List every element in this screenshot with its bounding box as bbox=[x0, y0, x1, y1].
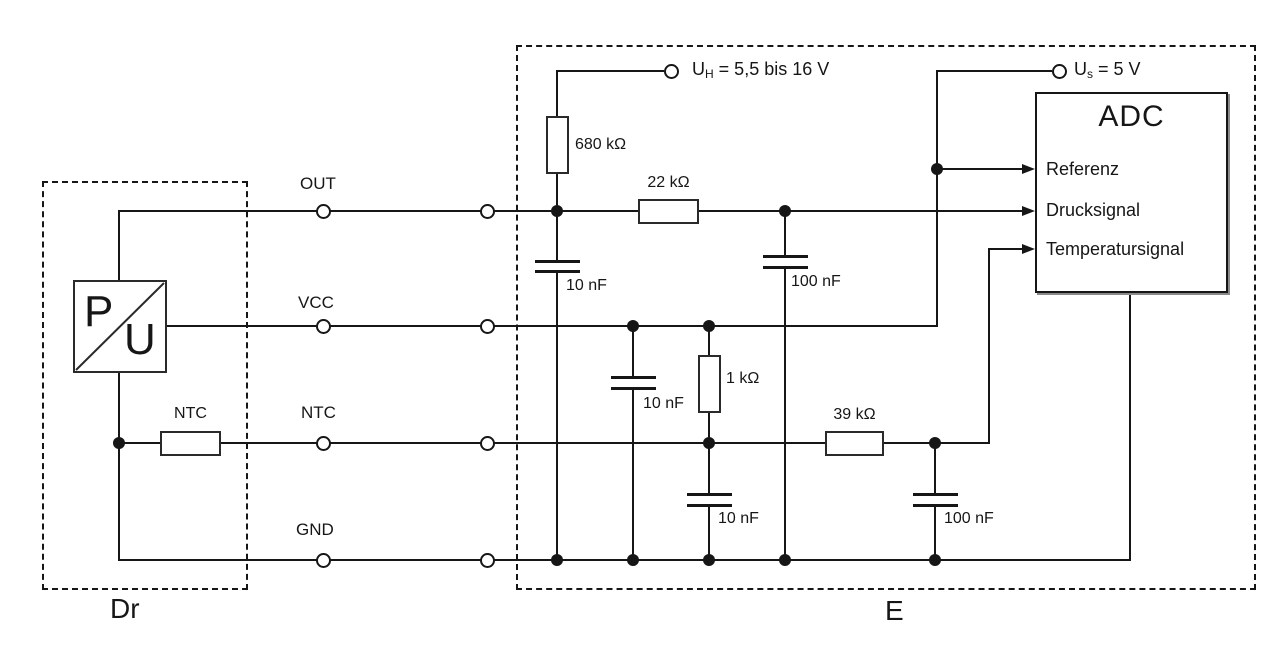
capacitor-100nf-ntc-plate bbox=[913, 504, 958, 507]
uh-subscript: H bbox=[705, 67, 714, 81]
terminal-us bbox=[1052, 64, 1067, 79]
wire-c1-top bbox=[556, 211, 558, 260]
junction-dot bbox=[703, 320, 715, 332]
resistor-22k bbox=[638, 199, 699, 224]
terminal-out-sensor bbox=[316, 204, 331, 219]
junction-dot bbox=[929, 437, 941, 449]
adc-title: ADC bbox=[1098, 100, 1165, 133]
pin-label-out: OUT bbox=[300, 174, 336, 193]
supply-label-uh: UH = 5,5 bis 16 V bbox=[692, 59, 830, 81]
label-capacitor-100nf-out: 100 nF bbox=[791, 273, 841, 290]
junction-dot bbox=[779, 205, 791, 217]
junction-dot bbox=[931, 163, 943, 175]
wire-c2-top bbox=[784, 211, 786, 255]
wire-c1-bottom bbox=[556, 273, 558, 561]
capacitor-10nf-ntc-plate bbox=[687, 504, 732, 507]
pu-letter-u: U bbox=[124, 315, 156, 364]
arrowhead-drucksignal bbox=[1022, 206, 1035, 216]
arrowhead-referenz bbox=[1022, 164, 1035, 174]
adc-block: ADC bbox=[1035, 92, 1228, 293]
capacitor-10nf-ntc-plate bbox=[687, 493, 732, 496]
wire-pu-top-lead bbox=[118, 210, 120, 281]
capacitor-100nf-out-plate bbox=[763, 266, 808, 269]
wire-vcc-line bbox=[166, 325, 938, 327]
wire-adc-gnd-riser bbox=[1129, 293, 1131, 561]
terminal-ntc-sensor bbox=[316, 436, 331, 451]
resistor-39k bbox=[825, 431, 884, 456]
ecu-block-outline bbox=[516, 45, 1256, 590]
junction-dot bbox=[703, 437, 715, 449]
wire-pu-bottom-lead bbox=[118, 373, 120, 561]
junction-dot bbox=[779, 554, 791, 566]
sensor-block-label: Dr bbox=[110, 593, 140, 624]
wire-temperatur-lead bbox=[988, 248, 1023, 250]
label-resistor-1k: 1 kΩ bbox=[726, 370, 760, 387]
arrowhead-temperatursignal bbox=[1022, 244, 1035, 254]
adc-input-temperatursignal: Temperatursignal bbox=[1046, 239, 1185, 259]
wire-c2-bottom bbox=[784, 269, 786, 561]
wire-c3-top bbox=[632, 326, 634, 376]
label-capacitor-10nf-vcc: 10 nF bbox=[643, 395, 684, 412]
pin-label-vcc: VCC bbox=[298, 293, 334, 312]
wire-gnd-line bbox=[118, 559, 1131, 561]
adc-input-drucksignal: Drucksignal bbox=[1046, 200, 1141, 220]
wire-out-line bbox=[118, 210, 1023, 212]
junction-dot bbox=[551, 205, 563, 217]
junction-dot bbox=[703, 554, 715, 566]
pin-label-ntc: NTC bbox=[301, 403, 336, 422]
label-capacitor-100nf-ntc: 100 nF bbox=[944, 510, 994, 527]
junction-dot bbox=[113, 437, 125, 449]
pu-letter-p: P bbox=[84, 287, 114, 336]
wire-uh-lead bbox=[556, 70, 664, 72]
label-resistor-22k: 22 kΩ bbox=[647, 174, 690, 191]
wire-vcc-riser bbox=[936, 70, 938, 326]
wire-c5-bottom bbox=[934, 507, 936, 561]
capacitor-10nf-out-plate bbox=[535, 270, 580, 273]
capacitor-10nf-out-plate bbox=[535, 260, 580, 263]
resistor-1k bbox=[698, 355, 721, 413]
capacitor-10nf-vcc-plate bbox=[611, 376, 656, 379]
terminal-gnd-ecu bbox=[480, 553, 495, 568]
label-capacitor-10nf-ntc: 10 nF bbox=[718, 510, 759, 527]
us-symbol: U bbox=[1074, 59, 1087, 79]
uh-symbol: U bbox=[692, 59, 705, 79]
wire-c4-bottom bbox=[708, 507, 710, 561]
us-subscript: s bbox=[1087, 67, 1093, 81]
terminal-vcc-ecu bbox=[480, 319, 495, 334]
pressure-voltage-converter: P U bbox=[73, 280, 167, 373]
label-resistor-680k: 680 kΩ bbox=[575, 136, 627, 153]
junction-dot bbox=[551, 554, 563, 566]
junction-dot bbox=[627, 320, 639, 332]
wire-temperatur-riser bbox=[988, 249, 990, 443]
capacitor-10nf-vcc-plate bbox=[611, 387, 656, 390]
wire-c3-bottom bbox=[632, 390, 634, 561]
capacitor-100nf-ntc-plate bbox=[913, 493, 958, 496]
terminal-out-ecu bbox=[480, 204, 495, 219]
label-resistor-ntc: NTC bbox=[174, 405, 207, 422]
us-value: = 5 V bbox=[1098, 59, 1141, 79]
pin-label-gnd: GND bbox=[296, 520, 334, 539]
label-resistor-39k: 39 kΩ bbox=[833, 406, 876, 423]
label-capacitor-10nf-out: 10 nF bbox=[566, 277, 607, 294]
junction-dot bbox=[627, 554, 639, 566]
resistor-680k bbox=[546, 116, 569, 174]
resistor-ntc bbox=[160, 431, 221, 456]
wire-c5-top bbox=[934, 443, 936, 493]
wire-referenz-lead bbox=[936, 168, 1023, 170]
supply-label-us: Us = 5 V bbox=[1074, 59, 1141, 81]
junction-dot bbox=[929, 554, 941, 566]
wire-c4-top bbox=[708, 443, 710, 493]
pu-diagonal-line bbox=[75, 282, 165, 371]
ecu-block-label: E bbox=[885, 595, 904, 626]
adc-input-referenz: Referenz bbox=[1046, 159, 1120, 179]
wire-ntc-line bbox=[118, 442, 990, 444]
terminal-gnd-sensor bbox=[316, 553, 331, 568]
terminal-uh bbox=[664, 64, 679, 79]
terminal-vcc-sensor bbox=[316, 319, 331, 334]
wire-us-lead bbox=[936, 70, 1052, 72]
uh-value: = 5,5 bis 16 V bbox=[718, 59, 830, 79]
sensor-block-outline bbox=[42, 181, 248, 590]
terminal-ntc-ecu bbox=[480, 436, 495, 451]
capacitor-100nf-out-plate bbox=[763, 255, 808, 258]
